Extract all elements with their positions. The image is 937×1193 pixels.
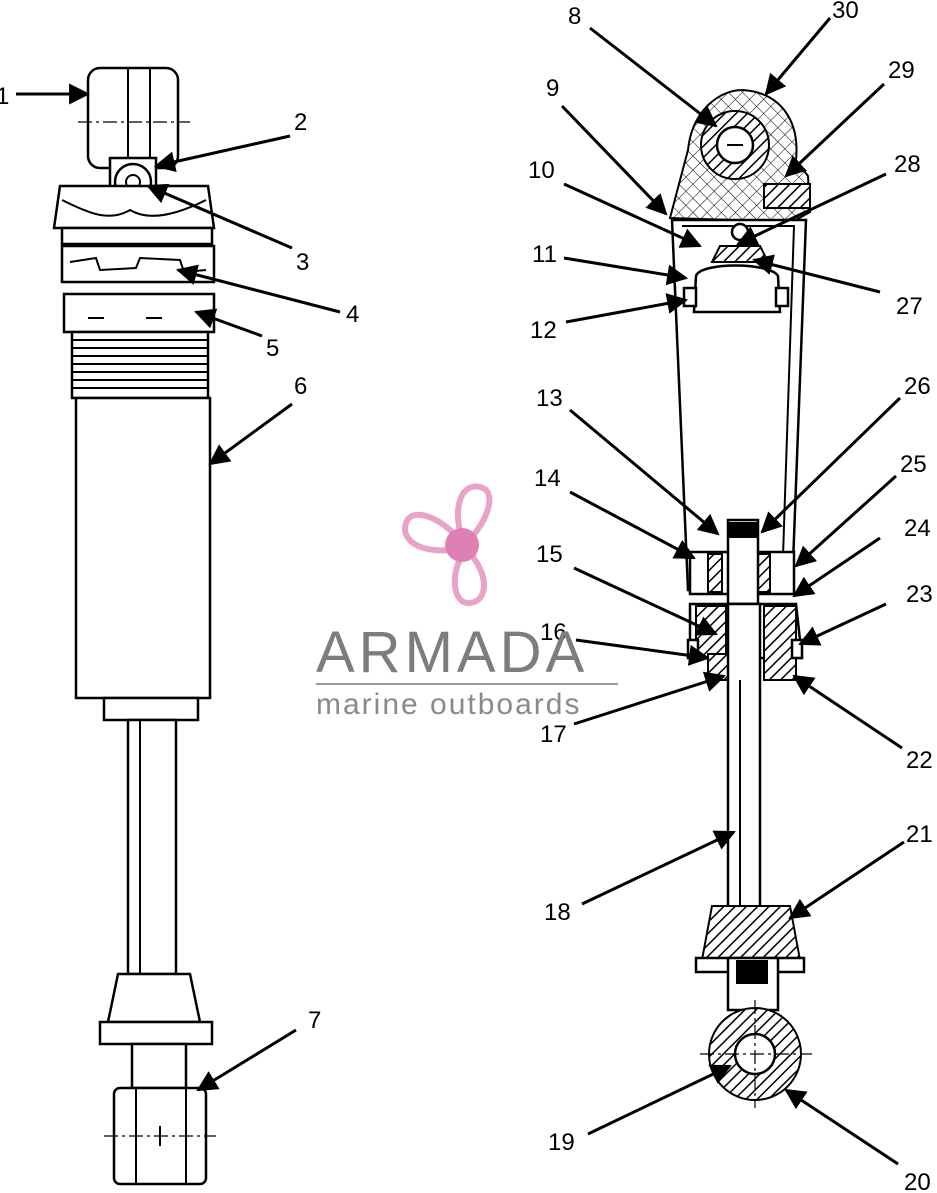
callout-30: 30 xyxy=(832,0,859,24)
exterior-view xyxy=(52,66,216,1186)
callout-10: 10 xyxy=(528,157,555,184)
callout-29: 29 xyxy=(888,57,915,84)
callout-23: 23 xyxy=(906,581,933,608)
callout-12: 12 xyxy=(530,317,557,344)
callout-4: 4 xyxy=(346,301,359,328)
callout-27: 27 xyxy=(896,293,923,320)
propeller-logo xyxy=(402,483,493,606)
callout-26: 26 xyxy=(904,373,931,400)
callout-15: 15 xyxy=(536,541,563,568)
callout-14: 14 xyxy=(534,465,561,492)
callout-22: 22 xyxy=(906,747,933,774)
brand-watermark: ARMADA marine outboards xyxy=(316,483,618,721)
callout-6: 6 xyxy=(294,373,307,400)
callout-21: 21 xyxy=(906,821,933,848)
callout-24: 24 xyxy=(904,515,931,542)
callout-8: 8 xyxy=(568,3,581,30)
callout-20: 20 xyxy=(904,1169,931,1193)
callout-5: 5 xyxy=(266,335,279,362)
callout-2: 2 xyxy=(294,109,307,136)
callout-19: 19 xyxy=(548,1129,575,1156)
callout-17: 17 xyxy=(540,721,567,748)
callout-1: 1 xyxy=(0,83,9,110)
callout-18: 18 xyxy=(544,899,571,926)
callout-3: 3 xyxy=(296,249,309,276)
callout-11: 11 xyxy=(532,241,557,268)
callout-9: 9 xyxy=(546,75,559,102)
callout-16: 16 xyxy=(540,619,567,646)
brand-tagline: marine outboards xyxy=(316,688,581,721)
callout-25: 25 xyxy=(900,451,927,478)
callout-28: 28 xyxy=(894,151,921,178)
leader-lines xyxy=(16,17,905,1166)
callout-7: 7 xyxy=(308,1007,321,1034)
callout-13: 13 xyxy=(536,385,563,412)
brand-name: ARMADA xyxy=(316,620,588,685)
